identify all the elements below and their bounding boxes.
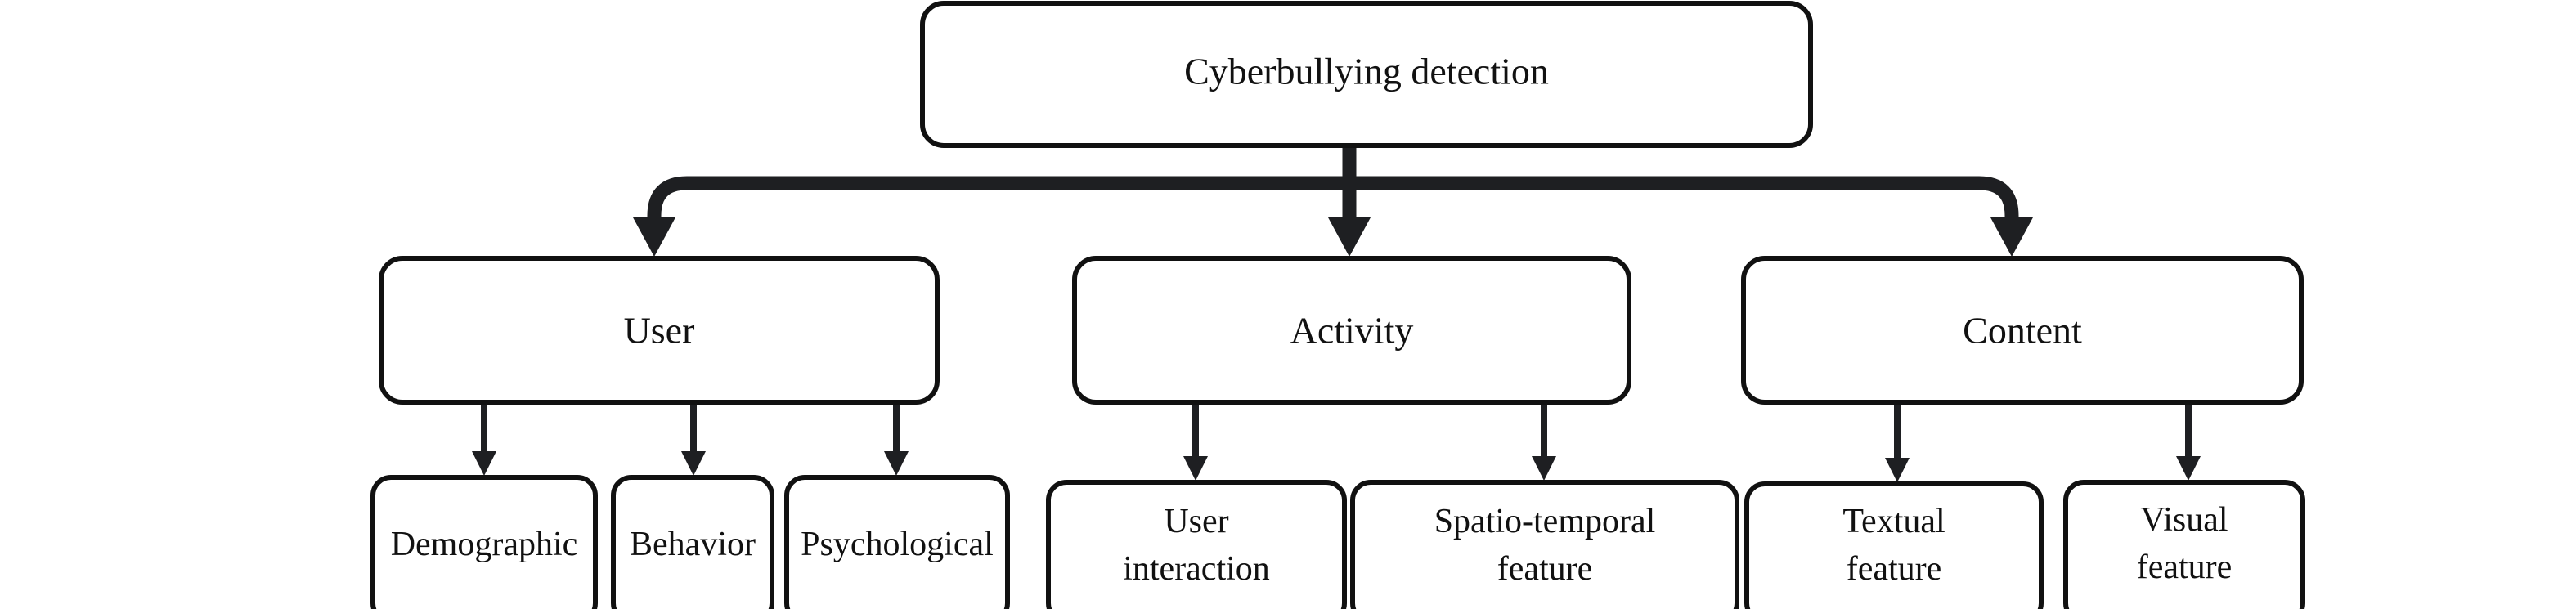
feature-node-spatio-temporal-line2: feature xyxy=(1497,550,1593,588)
arrowhead-user-interaction xyxy=(1183,456,1208,481)
arrowhead-demographic xyxy=(472,451,496,476)
arrowhead-spatio-temporal xyxy=(1532,456,1556,481)
category-node-user-label: User xyxy=(624,310,695,352)
feature-node-visual-line1: Visual xyxy=(2140,501,2228,539)
arrowhead-visual xyxy=(2176,456,2201,481)
arrowhead-to-content xyxy=(1990,217,2033,257)
category-node-content-label: Content xyxy=(1963,310,2082,352)
category-node-activity: Activity xyxy=(1072,256,1631,405)
arrowhead-to-activity xyxy=(1328,217,1371,257)
arrowhead-behavior xyxy=(681,451,706,476)
feature-node-textual: Textual feature xyxy=(1744,481,2044,609)
feature-node-demographic: Demographic xyxy=(370,475,598,609)
root-node: Cyberbullying detection xyxy=(920,1,1813,148)
arrowhead-psychological xyxy=(884,451,909,476)
feature-node-behavior-label: Behavior xyxy=(630,526,756,563)
category-node-content: Content xyxy=(1741,256,2304,405)
feature-node-user-interaction: User interaction xyxy=(1046,480,1347,609)
feature-node-visual: Visual feature xyxy=(2063,480,2305,609)
connector-root-to-content xyxy=(1349,176,2019,223)
feature-node-behavior: Behavior xyxy=(611,475,774,609)
feature-node-psychological-label: Psychological xyxy=(801,526,994,563)
root-node-label: Cyberbullying detection xyxy=(1184,51,1549,92)
feature-node-textual-line2: feature xyxy=(1847,550,1942,588)
feature-node-demographic-label: Demographic xyxy=(391,526,578,563)
feature-node-spatio-temporal: Spatio-temporal feature xyxy=(1350,480,1739,609)
category-node-activity-label: Activity xyxy=(1290,310,1414,352)
feature-node-textual-line1: Textual xyxy=(1842,503,1945,540)
category-node-user: User xyxy=(379,256,940,405)
feature-node-spatio-temporal-line1: Spatio-temporal xyxy=(1434,503,1656,540)
feature-node-psychological: Psychological xyxy=(784,475,1010,609)
arrowhead-to-user xyxy=(633,217,675,257)
feature-node-user-interaction-line1: User xyxy=(1164,503,1228,540)
feature-node-user-interaction-line2: interaction xyxy=(1123,550,1270,588)
sub-connectors xyxy=(472,404,2201,482)
connector-root-to-user xyxy=(647,176,1349,223)
arrowhead-textual xyxy=(1885,458,1910,482)
feature-node-visual-line2: feature xyxy=(2137,549,2233,586)
root-connectors xyxy=(633,147,2033,257)
